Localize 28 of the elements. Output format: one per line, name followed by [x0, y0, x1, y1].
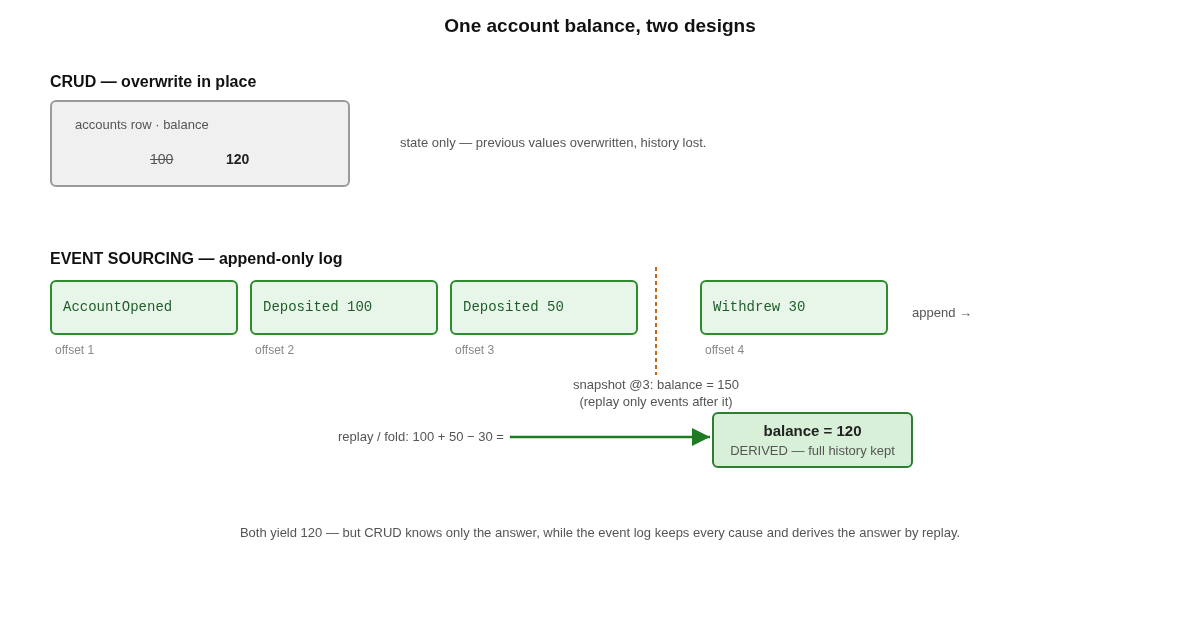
event-name: Deposited 100 [263, 298, 373, 317]
event-box [700, 280, 888, 335]
arrow [509, 428, 710, 446]
offset-label: offset 1 [55, 343, 95, 357]
append-note: append → [912, 305, 972, 320]
new-value: 120 [226, 151, 250, 168]
snapshot-label: snapshot @3: balance = 150 [572, 377, 740, 393]
offset-label: offset 2 [255, 343, 295, 357]
table-row-box [50, 100, 350, 187]
offset-label: offset 3 [455, 343, 495, 357]
event-name: Withdrew 30 [713, 298, 806, 317]
result-value: balance = 120 [763, 421, 862, 440]
event-name: AccountOpened [63, 298, 173, 317]
field-label: accounts row · balance [75, 117, 209, 133]
event-box [50, 280, 238, 335]
old-value: 100 [150, 151, 174, 168]
event-box [250, 280, 438, 335]
section-heading: EVENT SOURCING — append-only log [50, 250, 343, 267]
event-box [450, 280, 638, 335]
note-text: state only — previous values overwritten, history lost. [400, 135, 707, 151]
diagram-title: One account balance, two designs [444, 14, 756, 37]
event-name: Deposited 50 [463, 298, 564, 317]
snapshot-note: (replay only events after it) [579, 394, 733, 410]
result-note: DERIVED — full history kept [730, 442, 895, 459]
replay-formula-text: replay / fold: 100 + 50 − 30 = [338, 428, 504, 446]
offset-label: offset 4 [705, 343, 745, 357]
derived-state-box [712, 412, 913, 468]
caption-text: Both yield 120 — but CRUD knows only the answer, while the event log keeps every cause and derives the answer by replay. [239, 525, 961, 541]
